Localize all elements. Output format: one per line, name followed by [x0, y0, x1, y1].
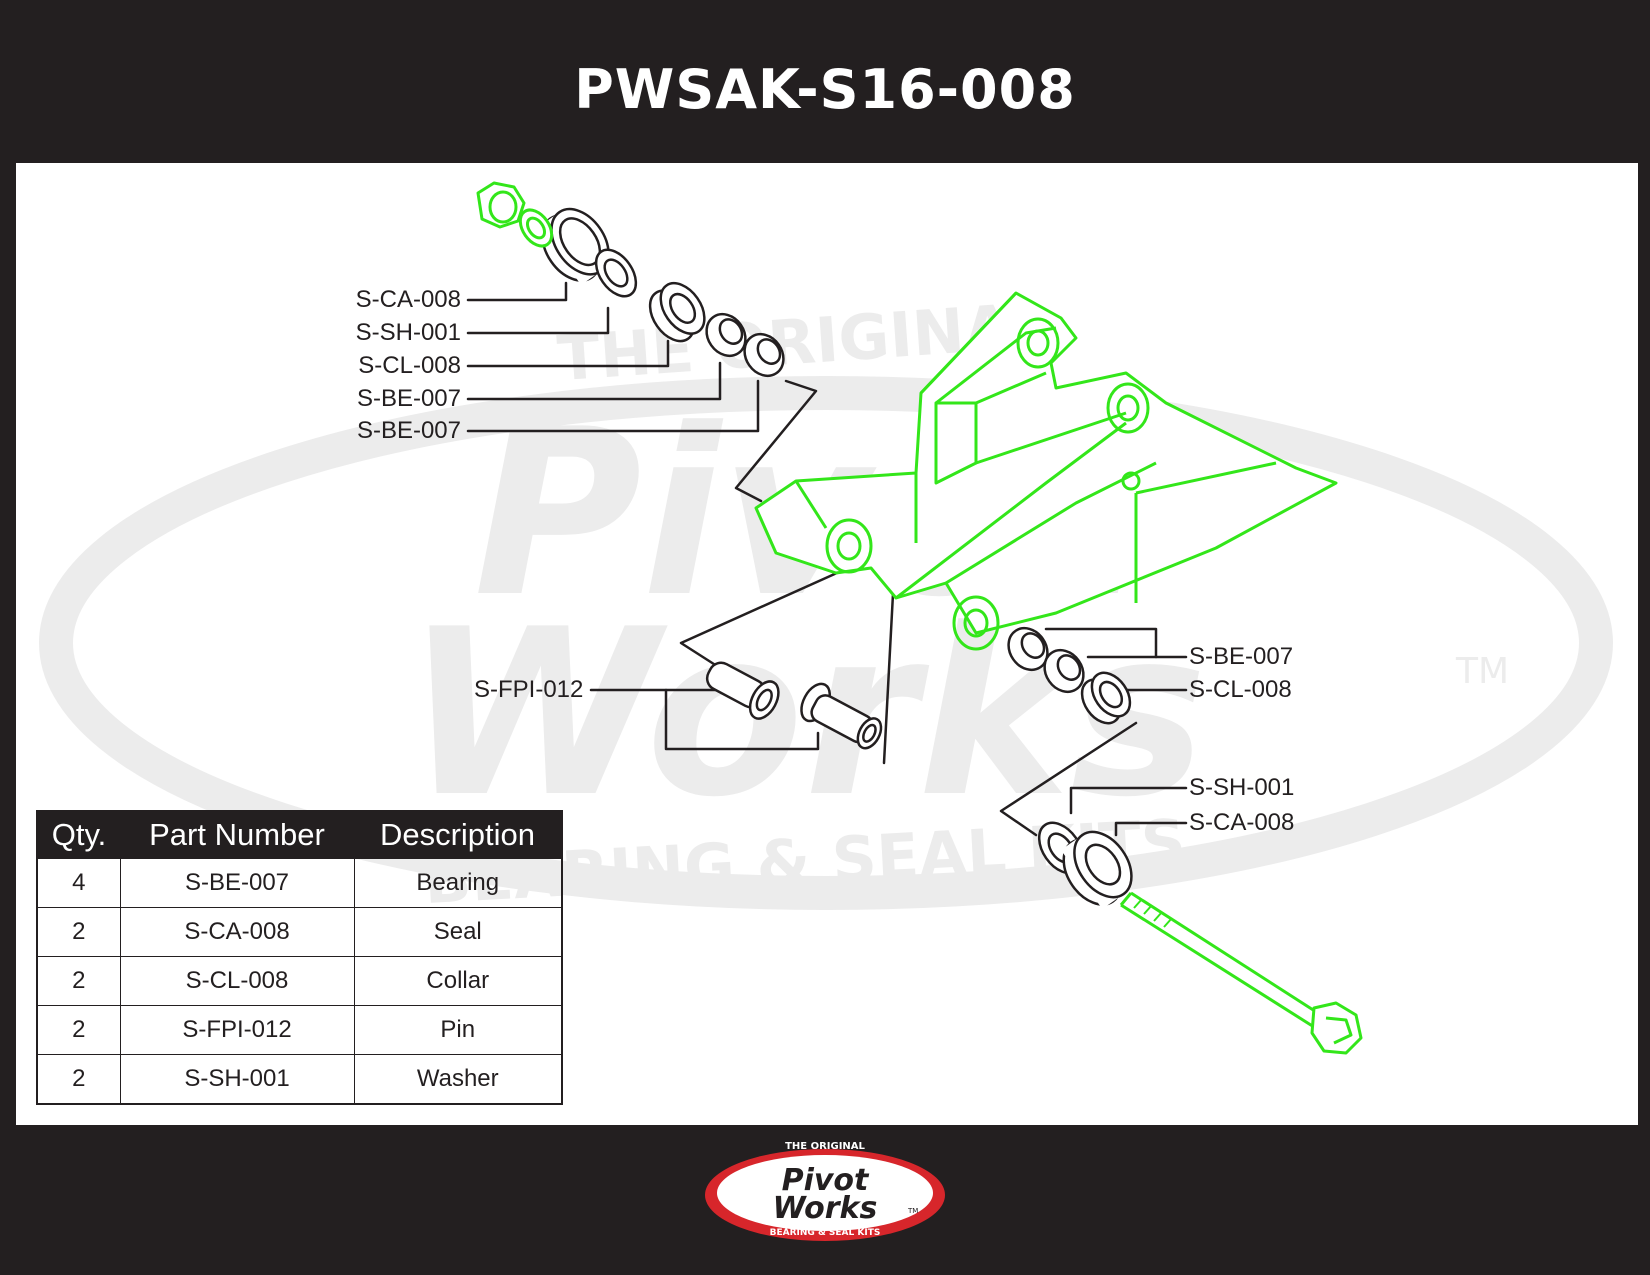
logo-line1: Pivot: [782, 1163, 870, 1198]
axis-line-lower: [679, 557, 870, 677]
nut-upper: [476, 181, 526, 229]
axis-line-upper: [734, 379, 818, 503]
leader-s-cl-008-left: [466, 339, 670, 368]
logo-tm: TM: [907, 1207, 918, 1215]
pin-upper: [705, 661, 780, 720]
seal-lower: [1060, 830, 1133, 909]
table-row: 2 S-FPI-012 Pin: [36, 1005, 563, 1055]
cell-part-number: S-CL-008: [119, 956, 355, 1006]
leader-s-be-007-right: [1044, 627, 1188, 659]
seal-upper: [539, 207, 610, 285]
table-row: 4 S-BE-007 Bearing: [36, 858, 563, 908]
callout-s-sh-001-right: S-SH-001: [1189, 774, 1295, 801]
callout-s-cl-008-right: S-CL-008: [1189, 676, 1292, 703]
callout-s-be-007-left-1: S-BE-007: [356, 385, 461, 412]
linkage-arm: [754, 291, 1338, 651]
cell-part-number: S-FPI-012: [119, 1005, 355, 1055]
callout-s-fpi-012: S-FPI-012: [474, 676, 584, 703]
logo-inner-ellipse: [717, 1155, 933, 1231]
table-row: 2 S-CA-008 Seal: [36, 907, 563, 957]
cell-qty: 4: [36, 858, 121, 908]
parts-table: Qty. Part Number Description 4 S-BE-007 …: [36, 810, 563, 1105]
cell-qty: 2: [36, 956, 121, 1006]
cell-part-number: S-CA-008: [119, 907, 355, 957]
bearing-lower-2: [1043, 648, 1085, 694]
leader-s-be-007-left-1: [466, 361, 722, 401]
washer-upper: [594, 248, 638, 298]
leader-s-ca-008-left: [466, 281, 568, 302]
leader-s-be-007-left-2: [466, 379, 760, 433]
cell-part-number: S-BE-007: [119, 858, 355, 908]
pivot-works-logo: THE ORIGINAL Pivot Works TM BEARING & SE…: [705, 1141, 945, 1241]
header-qty: Qty.: [37, 811, 120, 859]
collar-lower: [1080, 671, 1132, 725]
logo-top-text: THE ORIGINAL: [785, 1141, 865, 1152]
leader-s-ca-008-right: [1114, 821, 1188, 837]
axis-line-right: [999, 721, 1138, 837]
callout-s-ca-008-left: S-CA-008: [355, 286, 461, 313]
bearing-upper-2: [743, 332, 785, 378]
table-row: 2 S-CL-008 Collar: [36, 956, 563, 1006]
callout-s-cl-008-left: S-CL-008: [358, 352, 461, 379]
collar-upper: [648, 282, 706, 343]
cell-qty: 2: [36, 1054, 121, 1105]
watermark-ellipse: [39, 376, 1613, 910]
cell-part-number: S-SH-001: [119, 1054, 355, 1105]
cell-description: Seal: [353, 907, 563, 957]
bolt-lower: [1119, 891, 1363, 1055]
exploded-view: [466, 181, 1363, 1055]
logo-bottom-text: BEARING & SEAL KITS: [770, 1228, 881, 1238]
table-row: 2 S-SH-001 Washer: [36, 1054, 563, 1105]
callout-s-be-007-right: S-BE-007: [1189, 643, 1294, 670]
cell-description: Bearing: [353, 858, 563, 908]
callout-s-be-007-left-2: S-BE-007: [356, 417, 461, 444]
leader-s-sh-001-right: [1069, 786, 1188, 815]
cell-qty: 2: [36, 907, 121, 957]
callout-s-ca-008-right: S-CA-008: [1189, 809, 1295, 836]
table-header-row: Qty. Part Number Description: [37, 811, 562, 859]
axis-line-middle: [882, 573, 896, 765]
diagram-panel: THE ORIGINAL Pivot Works BEARING & SEAL …: [16, 163, 1638, 1125]
header-part-number: Part Number: [120, 811, 354, 859]
cell-qty: 2: [36, 1005, 121, 1055]
bearing-lower-1: [1007, 626, 1049, 672]
logo-line2: Works: [773, 1191, 878, 1226]
callout-s-sh-001-left: S-SH-001: [355, 319, 461, 346]
cell-description: Collar: [353, 956, 563, 1006]
cell-description: Washer: [353, 1054, 563, 1105]
header-description: Description: [354, 811, 562, 859]
leader-s-sh-001-left: [466, 306, 610, 335]
bearing-upper-1: [705, 312, 747, 358]
bracket-s-fpi-012: [664, 688, 820, 751]
cell-description: Pin: [353, 1005, 563, 1055]
washer-upper-green: [518, 208, 554, 248]
watermark-tm: TM: [1455, 651, 1509, 692]
pin-lower: [800, 682, 883, 750]
page-title: PWSAK-S16-008: [574, 58, 1076, 121]
